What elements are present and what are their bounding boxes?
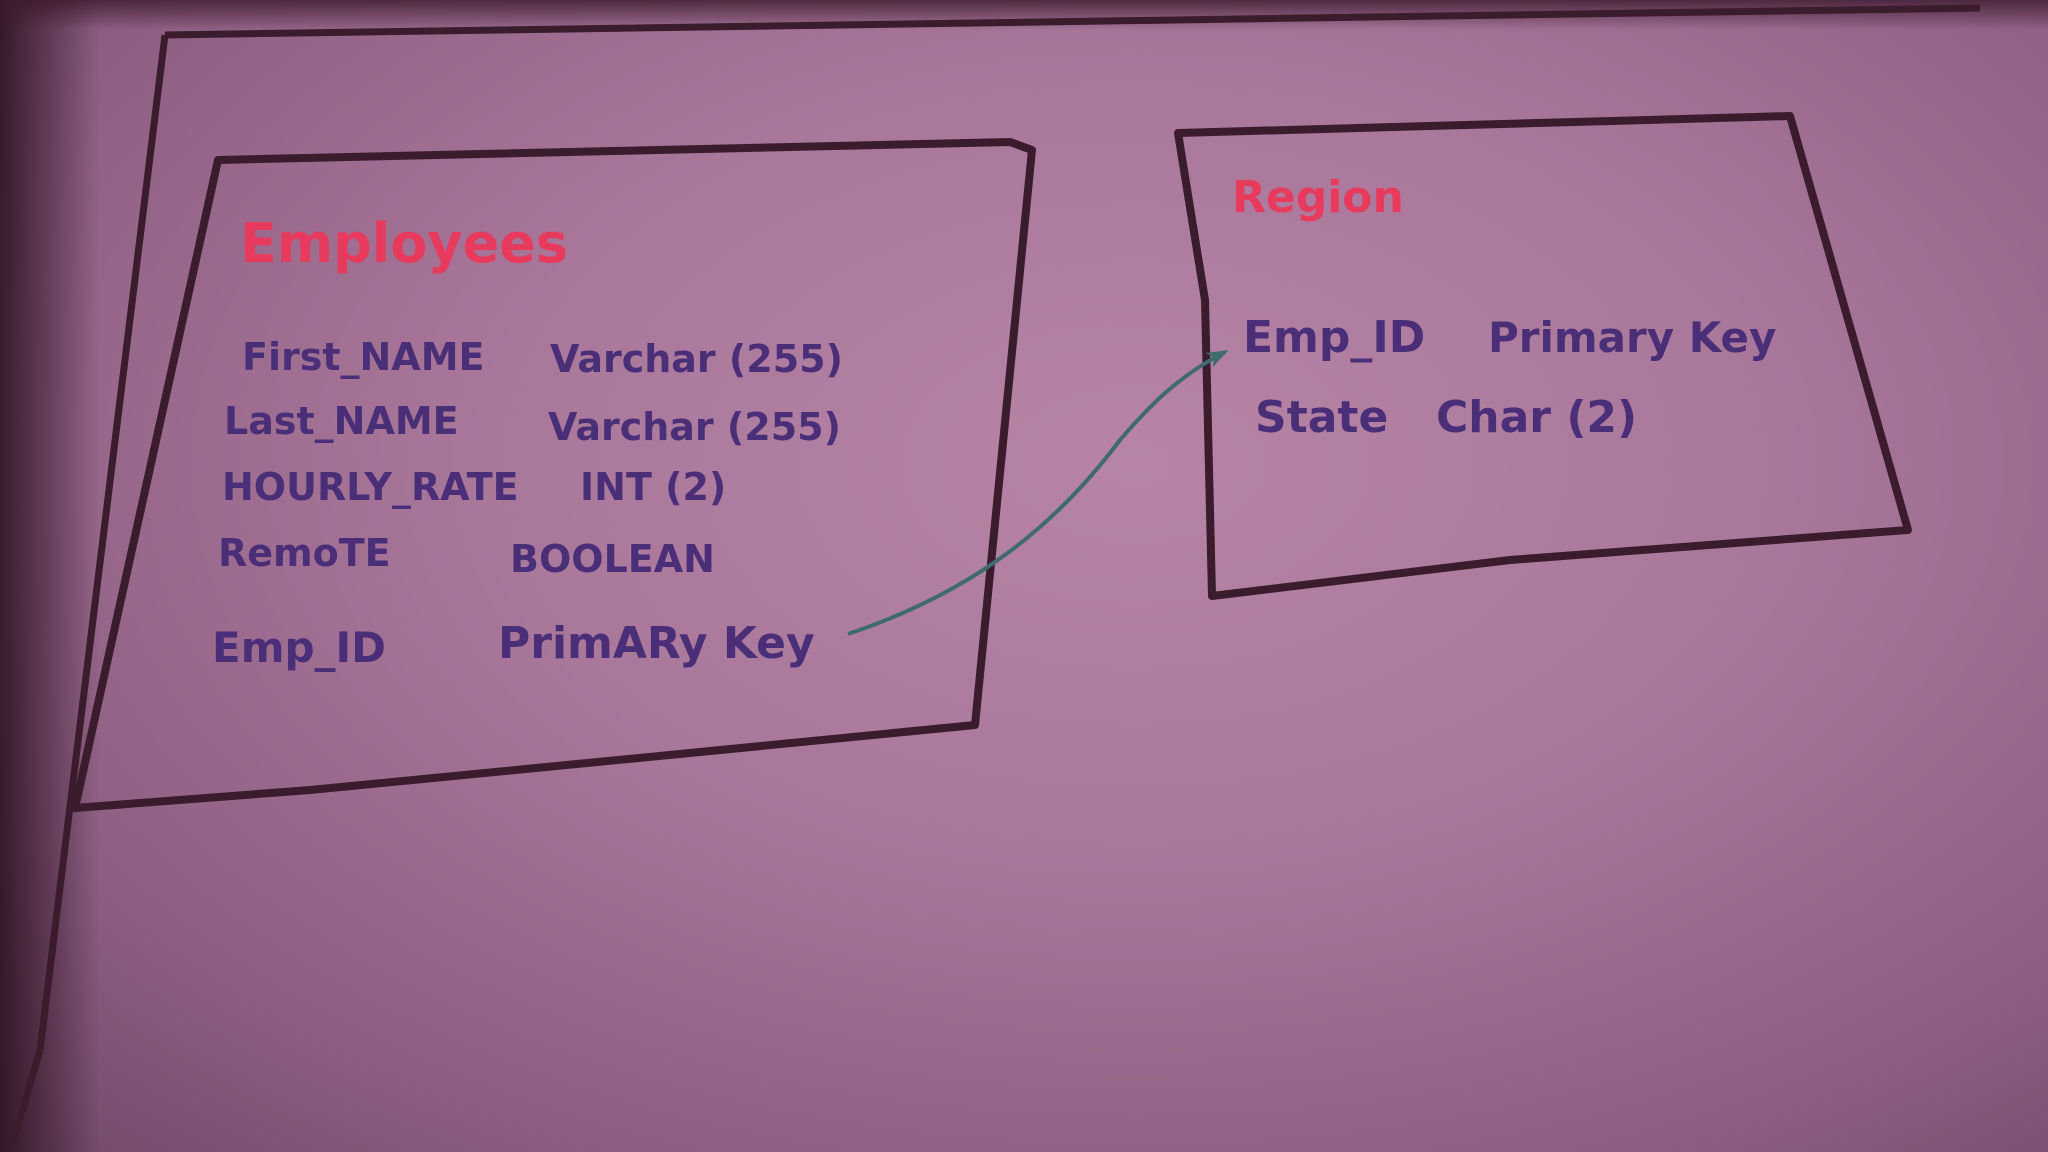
field-name: Emp_ID <box>212 623 386 672</box>
field-name: State <box>1255 392 1388 443</box>
field-type: BOOLEAN <box>510 537 715 581</box>
field-name: Last_NAME <box>224 399 459 443</box>
field-row: Emp_ID Primary Key <box>1243 312 1776 363</box>
field-type: Varchar (255) <box>550 337 843 381</box>
table-employees: Employees First_NAME Varchar (255) Last_… <box>71 138 1036 812</box>
field-name: HOURLY_RATE <box>222 465 519 509</box>
outer-frame <box>6 4 1981 1152</box>
field-type: Primary Key <box>1488 313 1776 362</box>
field-type: INT (2) <box>580 465 726 509</box>
region-box <box>1174 112 1912 600</box>
table-title: Region <box>1232 172 1404 223</box>
field-name: RemoTE <box>218 531 391 575</box>
field-row: State Char (2) <box>1255 392 1637 443</box>
field-row: First_NAME Varchar (255) <box>242 335 843 381</box>
employees-box <box>71 138 1036 812</box>
table-title: Employees <box>240 212 568 275</box>
field-row: Last_NAME Varchar (255) <box>224 399 841 449</box>
relationship-arrow <box>847 350 1229 636</box>
field-type: Varchar (255) <box>548 405 841 449</box>
field-name: First_NAME <box>242 335 485 379</box>
field-row: Emp_ID PrimARy Key <box>212 618 815 672</box>
field-type: PrimARy Key <box>498 618 815 669</box>
field-row: RemoTE BOOLEAN <box>218 531 715 581</box>
table-region: Region Emp_ID Primary Key State Char (2) <box>1174 112 1912 600</box>
field-name: Emp_ID <box>1243 312 1425 363</box>
field-row: HOURLY_RATE INT (2) <box>222 465 726 509</box>
field-type: Char (2) <box>1436 392 1637 443</box>
